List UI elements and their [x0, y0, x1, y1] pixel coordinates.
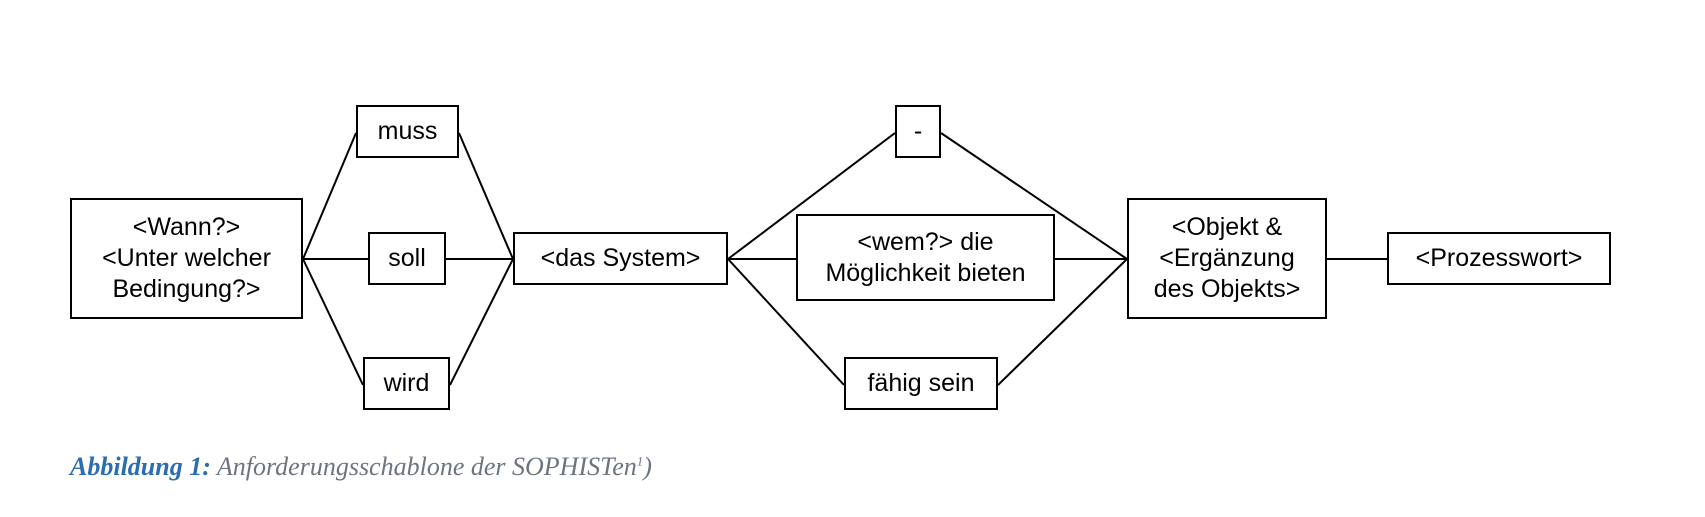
- connector-faehig-objekt: [997, 258, 1128, 386]
- system-box: <das System>: [513, 232, 728, 285]
- caption-text: Anforderungsschablone der SOPHISTen1): [217, 452, 652, 481]
- when-condition-box: <Wann?> <Unter welcher Bedingung?>: [70, 198, 303, 319]
- caption-label: Abbildung 1:: [70, 452, 211, 481]
- wird-box: wird: [363, 357, 450, 410]
- connector-system-dash: [727, 132, 896, 260]
- objekt-box: <Objekt & <Ergänzung des Objekts>: [1127, 198, 1327, 319]
- muss-box: muss: [356, 105, 459, 158]
- figure-caption: Abbildung 1: Anforderungsschablone der S…: [70, 452, 652, 482]
- caption-body: Anforderungsschablone der SOPHISTen: [216, 452, 637, 481]
- caption-suffix: ): [643, 452, 652, 481]
- connector-wird-system: [449, 258, 514, 386]
- faehig-box: fähig sein: [844, 357, 998, 410]
- soll-box: soll: [368, 232, 446, 285]
- caption-footnote-mark: 1: [636, 453, 644, 469]
- connector-when-muss: [302, 132, 357, 260]
- prozesswort-box: <Prozesswort>: [1387, 232, 1611, 285]
- connector-dash-objekt: [940, 132, 1128, 260]
- connector-system-faehig: [727, 258, 845, 386]
- connector-when-wird: [302, 258, 364, 386]
- connector-muss-system: [458, 132, 514, 260]
- dash-box: -: [895, 105, 941, 158]
- wem-box: <wem?> die Möglichkeit bieten: [796, 214, 1055, 301]
